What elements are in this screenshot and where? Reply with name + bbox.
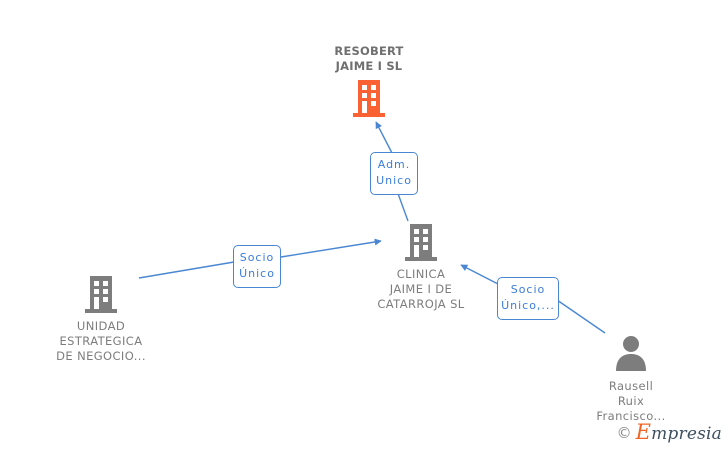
building-icon bbox=[346, 221, 496, 265]
relation-label-socio-unico-mas[interactable]: Socio Único,... bbox=[497, 277, 559, 320]
node-clinica[interactable]: CLINICA JAIME I DE CATARROJA SL bbox=[346, 221, 496, 312]
building-icon bbox=[26, 273, 176, 317]
node-rausell-ruix-francisco[interactable]: Rausell Ruix Francisco... bbox=[556, 333, 706, 424]
node-clinica-label: CLINICA JAIME I DE CATARROJA SL bbox=[377, 267, 465, 311]
copyright-icon: © bbox=[616, 424, 632, 442]
edge-unidad-to-label-socio bbox=[138, 261, 235, 279]
watermark-brand: Empresia bbox=[635, 420, 722, 445]
edge-label-socio2-to-clinica bbox=[460, 264, 499, 285]
relation-label-adm-unico[interactable]: Adm. Unico bbox=[370, 152, 418, 195]
node-resobert-label: RESOBERT JAIME I SL bbox=[334, 44, 404, 73]
edge-label-socio-to-clinica bbox=[280, 238, 382, 258]
node-rausell-ruix-francisco-label: Rausell Ruix Francisco... bbox=[596, 379, 666, 423]
relation-label-socio-unico[interactable]: Socio Único bbox=[233, 245, 281, 288]
node-unidad-estrategica[interactable]: UNIDAD ESTRATEGICA DE NEGOCIO... bbox=[26, 273, 176, 364]
person-icon bbox=[556, 333, 706, 377]
watermark-brand-rest: mpresia bbox=[651, 424, 722, 444]
watermark-brand-initial: E bbox=[635, 420, 652, 444]
building-icon bbox=[294, 77, 444, 121]
empresia-watermark: © Empresia bbox=[616, 420, 722, 445]
edge-rausell-to-label-socio2 bbox=[556, 299, 606, 334]
edge-label-adm-to-resobert bbox=[375, 121, 394, 156]
node-resobert[interactable]: RESOBERT JAIME I SL bbox=[294, 44, 444, 121]
node-unidad-estrategica-label: UNIDAD ESTRATEGICA DE NEGOCIO... bbox=[56, 319, 146, 363]
